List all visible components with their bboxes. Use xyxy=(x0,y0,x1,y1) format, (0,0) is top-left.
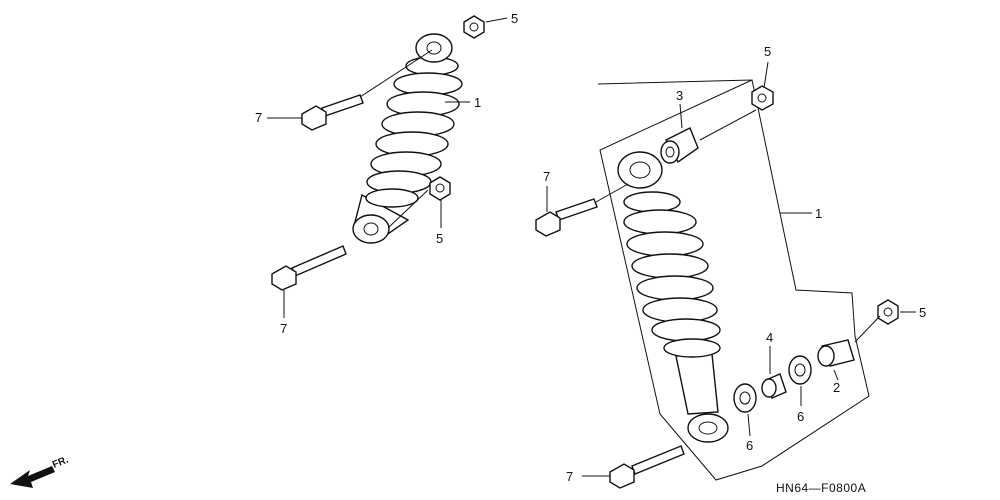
right-seal-lower xyxy=(733,383,757,413)
callout-left-shock: 1 xyxy=(474,95,481,110)
right-collar-long xyxy=(817,339,855,367)
left-spring xyxy=(365,56,463,208)
right-bushing xyxy=(660,127,699,164)
left-lower-bolt xyxy=(271,245,347,291)
callout-right-shock: 1 xyxy=(815,206,822,221)
right-shock-absorber xyxy=(617,151,729,443)
callout-right-collar-long: 2 xyxy=(833,380,840,395)
callout-right-lower-bolt: 7 xyxy=(566,469,573,484)
right-lower-bolt xyxy=(609,445,685,489)
drawing-code: HN64—F0800A xyxy=(776,481,866,495)
callout-right-collar-short: 4 xyxy=(766,330,773,345)
callout-left-lower-nut: 5 xyxy=(436,231,443,246)
callout-right-seal-lower: 6 xyxy=(746,438,753,453)
callout-right-upper-bolt: 7 xyxy=(543,169,550,184)
assembly-bracket-outline xyxy=(597,79,870,481)
direction-label: FR. xyxy=(51,454,70,470)
front-direction-arrow-icon: FR. xyxy=(10,454,70,488)
left-top-nut xyxy=(463,15,485,39)
left-upper-bolt xyxy=(301,94,364,131)
right-top-nut xyxy=(751,85,774,111)
left-shock-absorber xyxy=(352,33,463,244)
callout-right-bushing: 3 xyxy=(676,88,683,103)
callout-right-seal-upper: 6 xyxy=(797,409,804,424)
right-upper-bolt xyxy=(535,198,598,237)
callout-left-top-nut: 5 xyxy=(511,11,518,26)
right-collar-short xyxy=(761,373,787,399)
right-spring xyxy=(623,191,721,358)
right-side-nut xyxy=(877,299,899,325)
callout-left-lower-bolt: 7 xyxy=(280,321,287,336)
right-seal-upper xyxy=(788,355,812,385)
callout-right-top-nut: 5 xyxy=(764,44,771,59)
callout-right-side-nut: 5 xyxy=(919,305,926,320)
left-lower-nut xyxy=(429,176,451,201)
callout-left-upper-bolt: 7 xyxy=(255,110,262,125)
